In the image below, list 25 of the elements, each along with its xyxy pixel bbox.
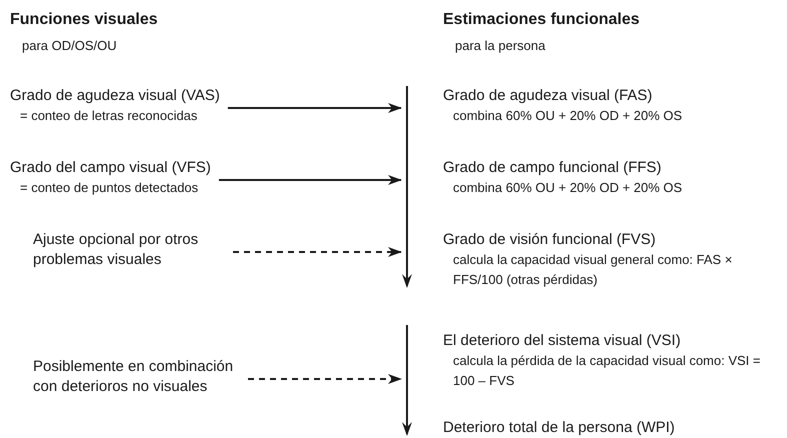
step-description: combina 60% OU + 20% OD + 20% OS	[452, 107, 682, 125]
step-text: Posiblemente en combinación con deterioros no visuales	[33, 357, 234, 397]
dashed-arrow	[248, 374, 402, 384]
step-description: = conteo de puntos detectados	[19, 179, 200, 197]
step-text: Ajuste opcional por otros problemas visuales	[33, 230, 200, 270]
step-description: = conteo de letras reconocidas	[19, 107, 198, 125]
step-title: Grado de campo funcional (FFS)	[443, 158, 662, 178]
step-title: Grado del campo visual (VFS)	[10, 158, 211, 178]
arrow	[218, 175, 402, 185]
down-arrow	[401, 86, 413, 288]
down-arrow	[401, 325, 413, 436]
step-title: Grado de agudeza visual (VAS)	[10, 86, 220, 106]
step-description: combina 60% OU + 20% OD + 20% OS	[452, 179, 682, 197]
step-title: Grado de visión funcional (FVS)	[443, 230, 657, 250]
step-title: Grado de agudeza visual (FAS)	[443, 86, 654, 106]
step-text: Deterioro total de la persona (WPI)	[443, 418, 675, 438]
dashed-arrow	[233, 247, 402, 257]
column-subheading: para la persona	[455, 37, 546, 55]
arrow	[228, 103, 402, 113]
step-description: calcula la capacidad visual general como: FAS × FFS/100 (otras pérdidas)	[452, 251, 734, 289]
column-heading: Estimaciones funcionales	[443, 10, 640, 30]
column-heading: Funciones visuales	[10, 10, 158, 30]
step-description: calcula la pérdida de la capacidad visual como: VSI = 100 – FVS	[452, 352, 762, 390]
column-subheading: para OD/OS/OU	[22, 37, 117, 55]
step-title: El deterioro del sistema visual (VSI)	[443, 331, 682, 351]
